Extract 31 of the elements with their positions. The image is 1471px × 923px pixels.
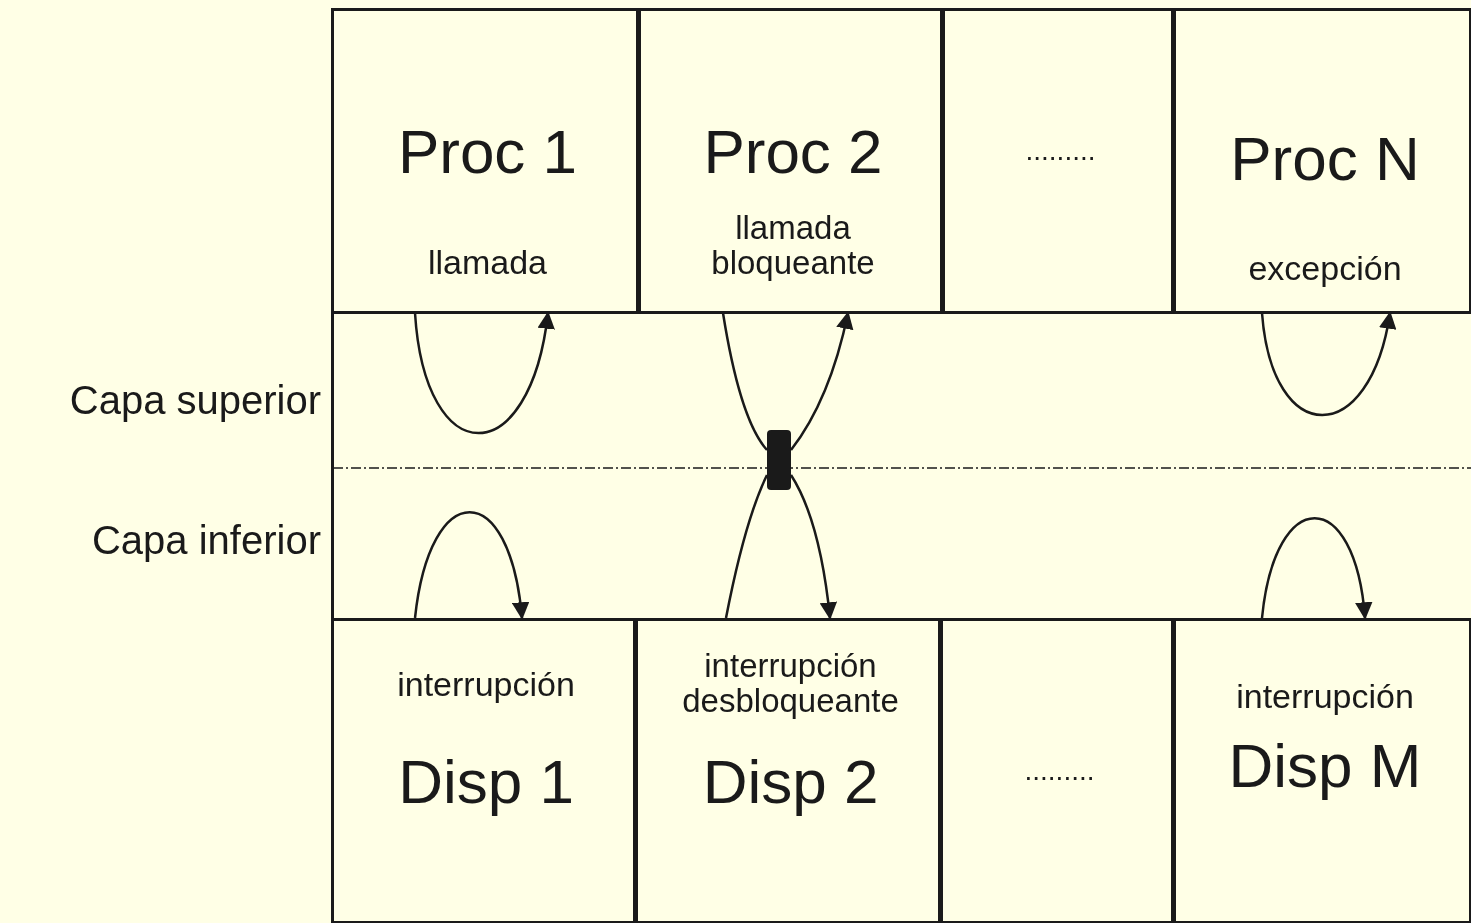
call-label: llamada	[426, 245, 549, 281]
ellipsis-cell	[942, 8, 1174, 314]
device-cell	[1173, 618, 1471, 923]
arrow	[413, 311, 554, 435]
process-cell	[331, 8, 639, 314]
interrupt-label: interrupción	[1235, 679, 1415, 715]
arrow	[413, 511, 529, 620]
device-cell	[331, 618, 636, 923]
arrow	[789, 474, 837, 620]
ellipsis-cell	[940, 618, 1174, 923]
arrow	[1260, 311, 1396, 417]
interrupt-label: interrupción desbloqueante	[681, 649, 900, 719]
layer-label: Capa superior	[69, 377, 321, 424]
arrow	[790, 311, 854, 451]
device-name: Disp 2	[701, 749, 880, 815]
call-label: llamada bloqueante	[710, 211, 876, 281]
process-cell	[1173, 8, 1471, 314]
layer-label: Capa inferior	[92, 517, 321, 564]
interrupt-label: interrupción	[396, 667, 576, 703]
ellipsis: .........	[1023, 756, 1096, 786]
arrow	[1260, 517, 1372, 620]
process-cell	[638, 8, 943, 314]
exception-label: excepción	[1247, 251, 1403, 287]
device-cell	[635, 618, 941, 923]
device-name: Disp M	[1227, 733, 1423, 799]
blocking-bar	[767, 430, 791, 490]
process-name: Proc 2	[702, 119, 884, 185]
device-name: Disp 1	[397, 749, 575, 815]
process-name: Proc 1	[396, 119, 579, 185]
process-name: Proc N	[1229, 126, 1421, 192]
ellipsis: .........	[1024, 136, 1097, 166]
